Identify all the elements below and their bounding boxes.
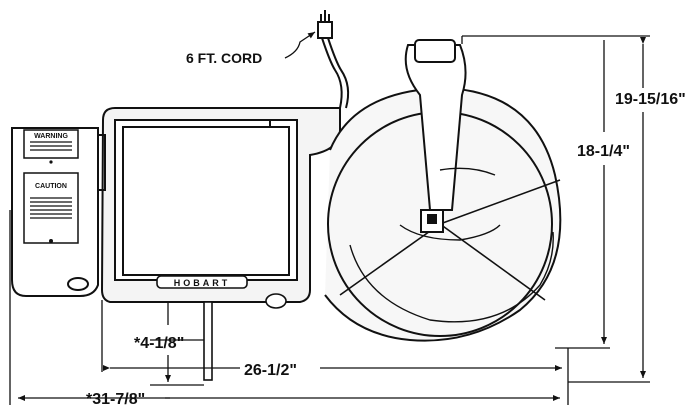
slicer-body xyxy=(100,107,341,303)
dim-body-length: 26-1/2" xyxy=(244,362,297,379)
brand-label: HOBART xyxy=(174,278,231,288)
brand-plate xyxy=(156,275,248,289)
warning-label: WARNING xyxy=(34,133,68,140)
power-cord xyxy=(317,10,350,109)
base-knob xyxy=(265,293,287,309)
control-housing xyxy=(11,127,106,297)
dim-overall-length: *31-7/8" xyxy=(86,391,145,408)
cord-label: 6 FT. CORD xyxy=(186,50,262,66)
caution-label: CAUTION xyxy=(35,183,67,190)
leg xyxy=(203,301,213,381)
blade-assembly xyxy=(324,39,562,342)
dim-leg-height: *4-1/8" xyxy=(134,335,184,352)
cord-leader xyxy=(284,31,316,59)
dim-body-height: 18-1/4" xyxy=(577,143,630,160)
dim-overall-height: 19-15/16" xyxy=(615,91,686,108)
dimension-lines xyxy=(9,35,650,405)
